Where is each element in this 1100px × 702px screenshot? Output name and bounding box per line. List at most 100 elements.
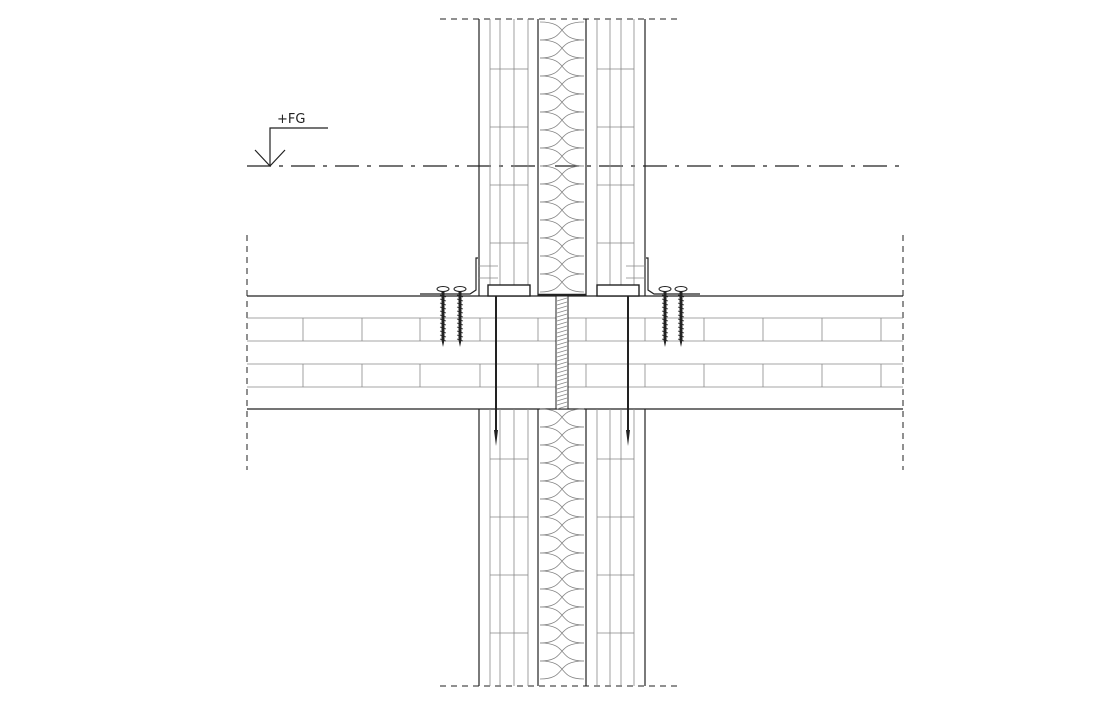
screw-thread	[456, 306, 464, 310]
insulation-wave	[539, 516, 585, 536]
screw-thread	[677, 306, 685, 310]
insulation-wave	[539, 462, 585, 482]
screw-head	[436, 286, 450, 292]
screw-thread	[677, 322, 685, 326]
strip-hatch	[556, 333, 568, 338]
screw-thread	[677, 314, 685, 318]
insulation-wave	[539, 165, 585, 185]
insulation-wave	[539, 165, 585, 185]
screw-thread	[456, 310, 464, 314]
strip-hatch	[556, 397, 568, 402]
section-arrow-icon	[254, 149, 286, 167]
insulation-wave	[539, 111, 585, 131]
insulation-wave	[539, 57, 585, 77]
bearing-plate-right	[596, 284, 640, 297]
screw-thread	[456, 294, 464, 298]
strip-hatch	[556, 381, 568, 386]
strip-hatch	[556, 389, 568, 394]
screw-thread	[677, 298, 685, 302]
bearing-plate-left	[487, 284, 531, 297]
insulation-wave	[539, 201, 585, 221]
screw-thread	[456, 302, 464, 306]
screw-thread	[661, 338, 669, 342]
screw-icon	[658, 286, 672, 347]
insulation-wave	[539, 408, 585, 428]
screw-tip	[679, 340, 683, 347]
screw-thread	[439, 338, 447, 342]
insulation-wave	[539, 426, 585, 446]
insulation-wave	[539, 237, 585, 257]
insulation-wave	[539, 570, 585, 590]
insulation-wave	[539, 93, 585, 113]
strip-hatch	[556, 357, 568, 362]
insulation-wave	[539, 147, 585, 167]
screw-thread	[439, 294, 447, 298]
insulation-wave	[539, 273, 585, 293]
screw-thread	[661, 334, 669, 338]
insulation-wave	[539, 426, 585, 446]
strip-hatch	[556, 405, 568, 410]
screw-thread	[439, 314, 447, 318]
insulation-wave	[539, 552, 585, 572]
insulation-wave	[539, 219, 585, 239]
insulation-wave	[539, 93, 585, 113]
insulation-wave	[539, 660, 585, 680]
screw-tip	[458, 340, 462, 347]
screw-thread	[456, 334, 464, 338]
screw-thread	[456, 314, 464, 318]
insulation-wave	[539, 606, 585, 626]
strip-hatch	[556, 393, 568, 398]
screw-thread	[661, 330, 669, 334]
screw-thread	[677, 338, 685, 342]
insulation	[539, 21, 585, 680]
screw-thread	[439, 318, 447, 322]
insulation-wave	[539, 129, 585, 149]
insulation-wave	[539, 480, 585, 500]
screw-thread	[439, 322, 447, 326]
strip-hatch	[556, 353, 568, 358]
screw-thread	[677, 294, 685, 298]
insulation-wave	[539, 219, 585, 239]
insulation-wave	[539, 255, 585, 275]
insulation-wave	[539, 534, 585, 554]
nail-tip	[494, 430, 498, 446]
screw-head	[658, 286, 672, 292]
insulation-wave	[539, 57, 585, 77]
nail-icon	[626, 296, 630, 446]
screw-thread	[677, 302, 685, 306]
insulation-wave	[539, 183, 585, 203]
insulation-wave	[539, 255, 585, 275]
insulation-wave	[539, 21, 585, 41]
floor-slab	[247, 295, 903, 410]
strip-hatch	[556, 365, 568, 370]
screw-thread	[661, 306, 669, 310]
fasteners	[436, 286, 688, 446]
screw-thread	[439, 306, 447, 310]
insulation-wave	[539, 201, 585, 221]
screw-thread	[677, 310, 685, 314]
insulation-wave	[539, 588, 585, 608]
insulation-wave	[539, 39, 585, 59]
strip-hatch	[556, 305, 568, 310]
screw-tip	[441, 340, 445, 347]
strip-hatch	[556, 337, 568, 342]
screw-thread	[456, 322, 464, 326]
insulation-wave	[539, 75, 585, 95]
strip-hatch	[556, 313, 568, 318]
screw-tip	[663, 340, 667, 347]
insulation-wave	[539, 498, 585, 518]
insulation-wave	[539, 642, 585, 662]
screw-thread	[661, 302, 669, 306]
strip-hatch	[556, 373, 568, 378]
screw-icon	[436, 286, 450, 347]
strip-hatch	[556, 401, 568, 406]
insulation-wave	[539, 480, 585, 500]
insulation-wave	[539, 183, 585, 203]
strip-hatch	[556, 321, 568, 326]
screw-thread	[439, 334, 447, 338]
strip-hatch	[556, 349, 568, 354]
screw-head	[674, 286, 688, 292]
screw-thread	[439, 310, 447, 314]
section-marker: +FG	[254, 112, 328, 167]
